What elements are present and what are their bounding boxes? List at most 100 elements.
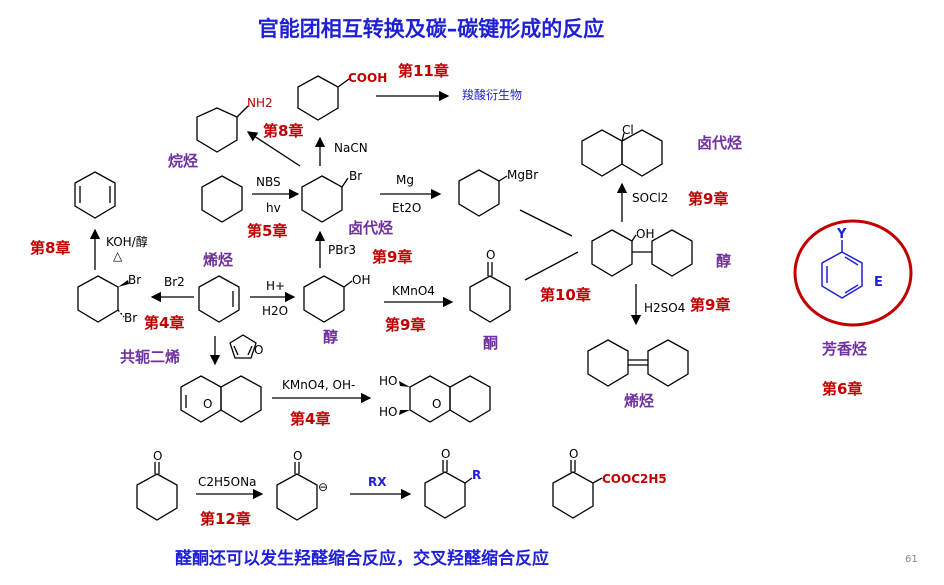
r-bond <box>464 477 473 484</box>
br-atom-top: Br <box>128 273 141 287</box>
class-aromatic: 芳香烃 <box>822 340 867 358</box>
dibromocyclohexane-ring <box>77 275 119 323</box>
chloride-ring-left <box>581 129 623 177</box>
reagent-h2o: H2O <box>262 304 288 318</box>
chapter-4-dihydroxylation: 第4章 <box>290 410 330 428</box>
grignard-ring <box>458 169 500 217</box>
chapter-9-oxidation: 第9章 <box>385 316 425 334</box>
reagent-kmno4: KMnO4 <box>392 284 435 298</box>
reagent-h2so4: H2SO4 <box>644 301 685 315</box>
alkylated-ring <box>424 471 466 519</box>
tertiary-oh-bond <box>631 234 637 242</box>
reagent-nbs: NBS <box>256 175 281 189</box>
class-halide-1: 卤代烃 <box>348 219 393 237</box>
cyclohexadiene-ring <box>74 171 116 219</box>
class-alcohol-2: 醇 <box>716 252 731 270</box>
bridge-o: O <box>203 397 212 411</box>
chapter-9-socl2: 第9章 <box>688 190 728 208</box>
dash-bond <box>117 309 125 318</box>
ketone-o-start: O <box>153 449 162 463</box>
arrow-to-amine <box>246 131 301 167</box>
cyclohexane-ring <box>201 175 243 223</box>
substituent-e: E <box>874 275 883 290</box>
furan-double-bond-2 <box>247 345 253 356</box>
chapter-5: 第5章 <box>247 222 287 240</box>
carboxylic-acid-ring <box>297 75 339 121</box>
footer-note: 醛酮还可以发生羟醛缩合反应，交叉羟醛缩合反应 <box>175 548 549 569</box>
diol-wedge-top <box>399 381 410 387</box>
diol-ring-left <box>409 375 451 423</box>
furan-ring <box>229 334 257 359</box>
reagent-socl2: SOCl2 <box>632 191 668 205</box>
alkylated-o: O <box>441 447 450 461</box>
chapter-8-elimination: 第8章 <box>30 239 70 257</box>
carbonyl-o: O <box>486 248 495 262</box>
benzene-double-bond-2 <box>844 284 859 294</box>
tertiary-oh-group: OH <box>636 227 654 241</box>
reagent-c2h5ona: C2H5ONa <box>198 475 256 489</box>
diol-ring-right <box>449 375 491 423</box>
reagent-kmno4-oh: KMnO4, OH- <box>282 378 355 392</box>
diol-wedge-bottom <box>399 410 410 415</box>
chapter-11: 第11章 <box>398 62 449 80</box>
reagent-koh: KOH/醇 <box>106 234 148 249</box>
br-bond <box>341 177 349 188</box>
chapter-12: 第12章 <box>200 510 251 528</box>
enolate-charge: ⊖ <box>318 480 328 494</box>
benzene-ring <box>821 251 863 299</box>
reagent-delta: △ <box>113 249 123 263</box>
aromatic-highlight-circle <box>793 219 913 327</box>
ester-bond <box>592 477 603 484</box>
alcohol-ring-right <box>651 229 693 277</box>
page-title: 官能团相互转换及碳–碳键形成的反应 <box>258 17 605 41</box>
oh-bond <box>343 280 353 288</box>
reagent-br2: Br2 <box>164 275 185 289</box>
mgbr-bond <box>498 175 508 182</box>
ketone-ring-start <box>136 473 178 521</box>
mgbr-group: MgBr <box>507 168 538 182</box>
ho-top: HO <box>379 374 397 388</box>
reagent-h-plus: H+ <box>266 279 285 293</box>
br-atom: Br <box>349 169 362 183</box>
chapter-9-pbr3: 第9章 <box>372 248 412 266</box>
class-ketone: 酮 <box>483 334 498 352</box>
adduct-ring-left <box>180 375 222 423</box>
class-diene: 共轭二烯 <box>120 348 180 366</box>
wedge-bond <box>118 280 129 287</box>
acid-derivatives-label: 羧酸衍生物 <box>462 87 522 102</box>
cyclohexene-ring <box>198 275 240 323</box>
furan-o: O <box>254 343 263 357</box>
enolate-ring <box>276 473 318 521</box>
diol-bridge-o: O <box>432 397 441 411</box>
ketoester-o: O <box>569 447 578 461</box>
r-group: R <box>472 468 481 482</box>
oh-group: OH <box>352 273 370 287</box>
nh2-bond <box>236 105 249 118</box>
alkene-ring-left <box>587 339 629 387</box>
cl-atom: Cl <box>622 123 634 137</box>
reagent-et2o: Et2O <box>392 201 421 215</box>
chapter-6: 第6章 <box>822 380 862 398</box>
bromocyclohexane-ring <box>301 175 343 223</box>
class-alkene-2: 烯烃 <box>624 392 654 410</box>
reagent-nacn: NaCN <box>334 141 368 155</box>
cyclohexylamine-ring <box>196 107 238 153</box>
ester-group: COOC2H5 <box>602 472 667 486</box>
br-atom-bottom: Br <box>124 311 137 325</box>
substituent-y: Y <box>836 227 847 242</box>
cooh-group: COOH <box>348 71 387 85</box>
chapter-10: 第10章 <box>540 286 591 304</box>
class-halide-2: 卤代烃 <box>697 134 742 152</box>
chapter-8-amine: 第8章 <box>263 122 303 140</box>
class-alkane: 烷烃 <box>168 152 198 170</box>
alkene-ring-right <box>647 339 689 387</box>
cyclohexanone-ring <box>469 275 511 323</box>
ketone-connector <box>524 251 579 281</box>
cooh-bond <box>337 78 350 88</box>
cl-bond <box>621 132 625 142</box>
alcohol-ring-left <box>591 229 633 277</box>
chapter-9-dehydration: 第9章 <box>690 296 730 314</box>
reagent-pbr3: PBr3 <box>328 243 356 257</box>
adduct-ring-right <box>220 375 262 423</box>
